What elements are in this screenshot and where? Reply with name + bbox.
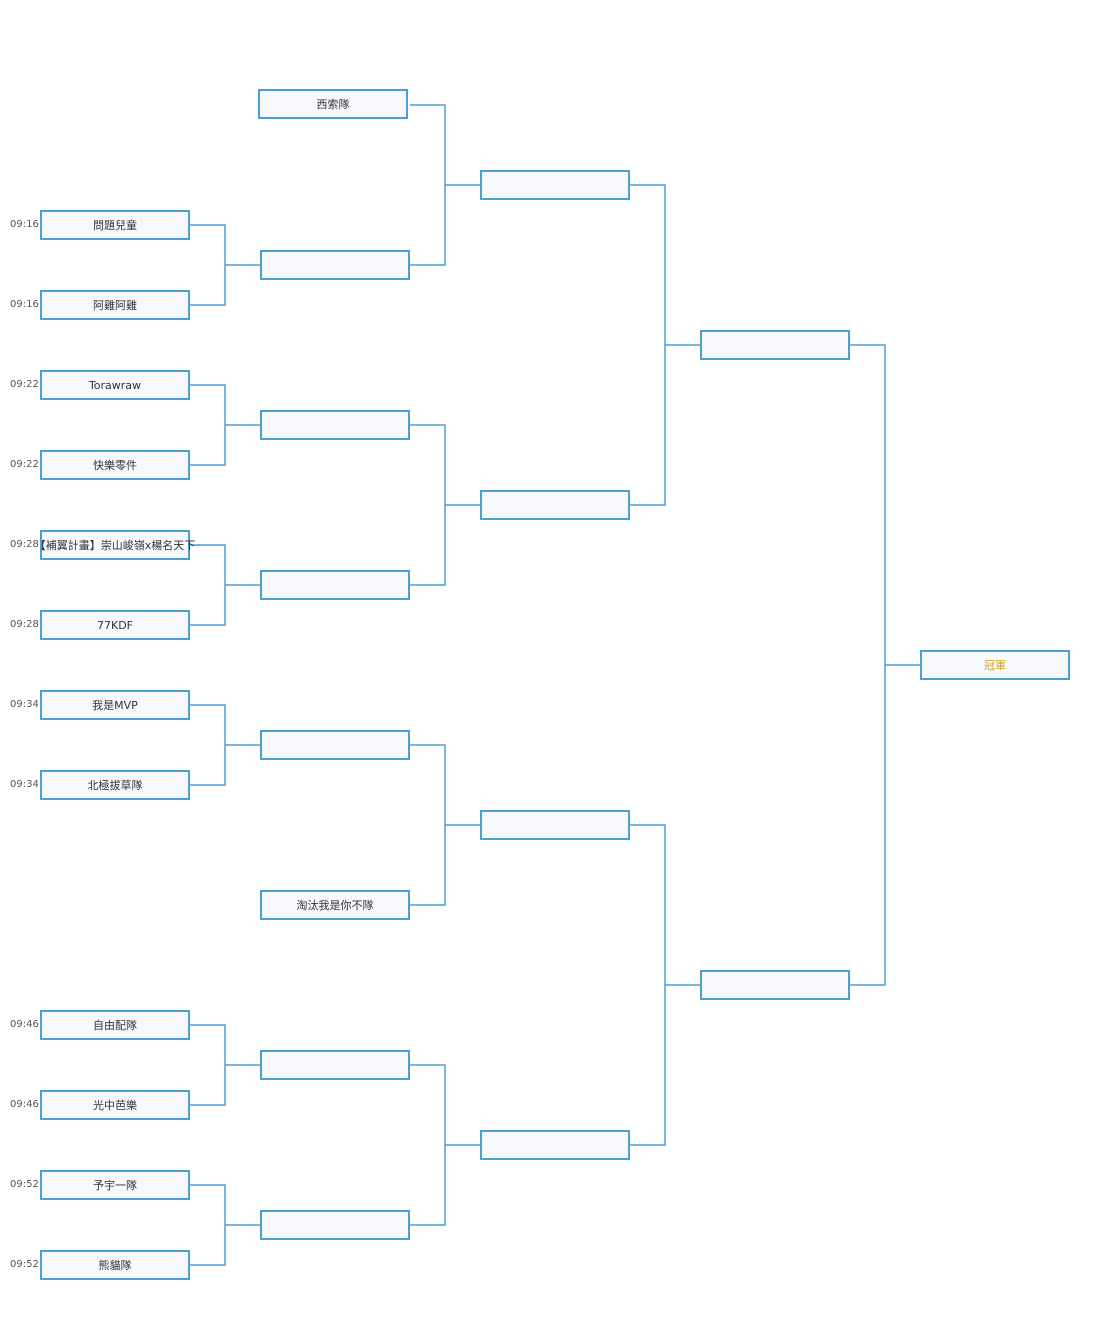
- team-name: 問題兒童: [93, 219, 137, 232]
- match-time: 09:52: [10, 1259, 39, 1270]
- team-slot[interactable]: 77KDF: [40, 610, 190, 640]
- team-name: 淘汰我是你不隊: [296, 899, 374, 912]
- team-slot[interactable]: 自由配隊: [40, 1010, 190, 1040]
- team-slot[interactable]: [480, 490, 630, 520]
- match-time: 09:16: [10, 219, 39, 230]
- team-slot[interactable]: 問題兒童: [40, 210, 190, 240]
- team-slot[interactable]: 【補翼計畫】崇山峻嶺x楊名天下: [35, 530, 195, 560]
- connector: [630, 824, 700, 1146]
- champion-label: 冠軍: [984, 659, 1006, 672]
- match-time: 09:46: [10, 1099, 39, 1110]
- team-slot[interactable]: Torawraw: [40, 370, 190, 400]
- team-slot[interactable]: 光中芭樂: [40, 1090, 190, 1120]
- match-time: 09:46: [10, 1019, 39, 1030]
- champion-slot[interactable]: 冠軍: [920, 650, 1070, 680]
- team-name: Torawraw: [88, 378, 142, 392]
- team-slot[interactable]: [260, 570, 410, 600]
- team-slot[interactable]: 阿雞阿雞: [40, 290, 190, 320]
- connector: [850, 344, 920, 986]
- connector: [190, 384, 260, 466]
- match-time: 09:28: [10, 619, 39, 630]
- connector: [190, 704, 260, 786]
- team-slot[interactable]: [260, 730, 410, 760]
- match-time: 09:34: [10, 699, 39, 710]
- match-time: 09:52: [10, 1179, 39, 1190]
- team-name: 【補翼計畫】崇山峻嶺x楊名天下: [34, 539, 196, 552]
- team-slot[interactable]: 我是MVP: [40, 690, 190, 720]
- connector: [190, 224, 260, 306]
- connector: [410, 744, 480, 906]
- team-name: 予宇一隊: [93, 1179, 137, 1192]
- match-time: 09:22: [10, 459, 39, 470]
- team-slot[interactable]: [260, 1050, 410, 1080]
- connector: [410, 104, 480, 266]
- connector: [410, 1064, 480, 1226]
- team-slot[interactable]: 北極拔草隊: [40, 770, 190, 800]
- connector: [190, 1184, 260, 1266]
- match-time: 09:28: [10, 539, 39, 550]
- team-slot[interactable]: [260, 250, 410, 280]
- team-name: 熊貓隊: [98, 1259, 132, 1272]
- team-name: 77KDF: [96, 618, 133, 632]
- match-time: 09:22: [10, 379, 39, 390]
- team-slot[interactable]: [480, 810, 630, 840]
- team-name: 光中芭樂: [93, 1099, 137, 1112]
- team-name: 北極拔草隊: [87, 779, 143, 792]
- team-slot[interactable]: [480, 170, 630, 200]
- team-slot[interactable]: [700, 970, 850, 1000]
- match-time: 09:16: [10, 299, 39, 310]
- team-name: 西索隊: [316, 98, 350, 111]
- team-slot[interactable]: [260, 410, 410, 440]
- connector: [190, 544, 260, 626]
- team-name: 快樂零件: [93, 459, 137, 472]
- connector: [190, 1024, 260, 1106]
- team-name: 我是MVP: [92, 699, 138, 712]
- team-slot[interactable]: 熊貓隊: [40, 1250, 190, 1280]
- team-name: 自由配隊: [93, 1019, 137, 1032]
- team-slot[interactable]: 西索隊: [258, 89, 408, 119]
- team-slot[interactable]: [480, 1130, 630, 1160]
- team-slot[interactable]: 予宇一隊: [40, 1170, 190, 1200]
- connector: [630, 184, 700, 506]
- team-slot[interactable]: 淘汰我是你不隊: [260, 890, 410, 920]
- team-slot[interactable]: [700, 330, 850, 360]
- team-slot[interactable]: 快樂零件: [40, 450, 190, 480]
- match-time: 09:34: [10, 779, 39, 790]
- team-slot[interactable]: [260, 1210, 410, 1240]
- team-name: 阿雞阿雞: [93, 299, 137, 312]
- connector: [410, 424, 480, 586]
